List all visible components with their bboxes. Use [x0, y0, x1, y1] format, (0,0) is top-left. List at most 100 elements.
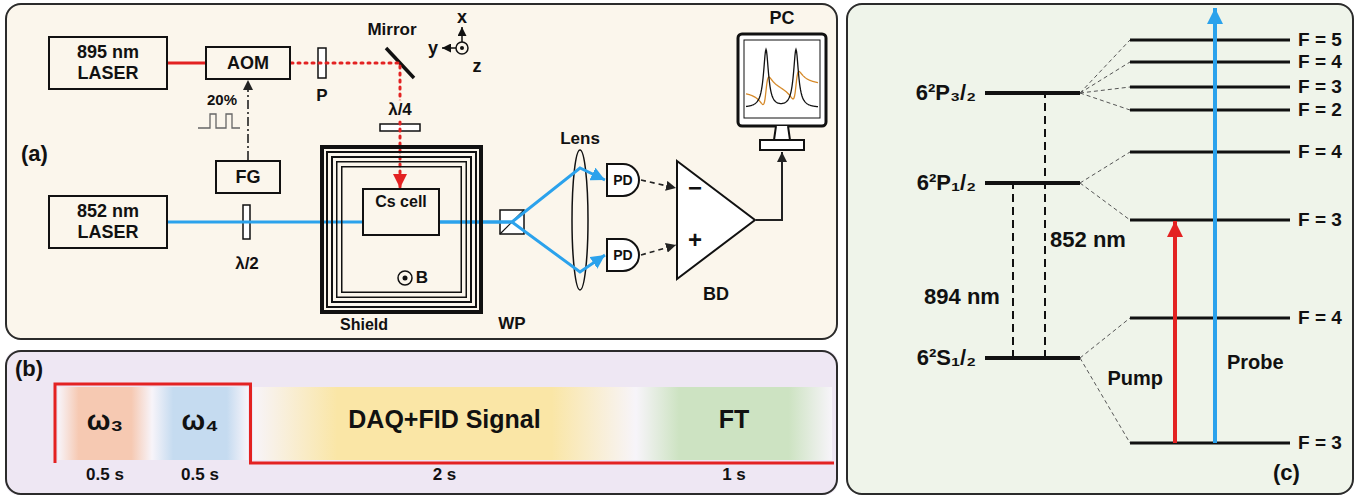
axis-label: y — [426, 38, 440, 59]
node-text: 0.5 s — [152, 465, 248, 485]
monitor-base — [760, 140, 804, 150]
hyperfine-label: F = 3 — [1296, 432, 1344, 454]
magnetic-shield: ShieldCs cell — [320, 145, 483, 314]
node-text: 2 s — [253, 465, 636, 485]
timing-line — [55, 384, 834, 463]
panel-c-ground — [846, 3, 1354, 495]
axis-label: x — [455, 7, 469, 28]
shield-layer — [327, 152, 476, 307]
hyperfine-levels — [1130, 86, 1290, 89]
hyperfine-levels — [1130, 109, 1290, 112]
laser-box: 852 nm LASER — [48, 195, 168, 249]
hyperfine-leaders — [1080, 183, 1130, 220]
hyperfine-label: F = 3 — [1296, 76, 1344, 98]
field-dot — [403, 276, 408, 281]
photodiode-outline — [607, 239, 639, 271]
part-label: Mirror — [365, 20, 418, 40]
node-text: 852 nm LASER — [53, 201, 163, 242]
energy-levels — [985, 8, 1290, 443]
pulse-symbol — [198, 114, 240, 128]
hyperfine-levels — [1130, 442, 1290, 445]
hyperfine-label: F = 2 — [1296, 99, 1344, 121]
beam-label: Probe — [1225, 351, 1286, 374]
hyperfine-label: F = 5 — [1296, 29, 1344, 51]
level-label: 6²P₁/₂ — [915, 170, 978, 195]
signal-line — [756, 152, 782, 220]
timing-band: FT1 s — [636, 387, 832, 460]
node-text: Shield — [340, 316, 388, 334]
part-label: λ/4 — [386, 100, 414, 120]
computer-monitor: PC — [730, 8, 834, 152]
panel-letter: (a) — [21, 141, 48, 166]
signal-line — [641, 245, 676, 255]
node-text: PD — [613, 247, 632, 263]
field-symbol — [398, 271, 412, 285]
part-label: WP — [496, 314, 527, 334]
hyperfine-levels — [1130, 317, 1290, 320]
hyperfine-label: F = 4 — [1296, 307, 1344, 329]
dispersion-curve — [746, 71, 818, 104]
monitor-drawing — [738, 34, 826, 150]
panel-grounds — [5, 3, 1354, 495]
balanced-detector: −+BD — [676, 160, 756, 280]
node-text: + — [688, 226, 702, 254]
monitor-case — [738, 34, 826, 126]
level-p32 — [985, 91, 1080, 95]
hyperfine-leaders — [1080, 93, 1130, 110]
node-text: FG — [236, 167, 261, 188]
hyperfine-label: F = 4 — [1296, 51, 1344, 73]
shield-layer — [322, 147, 481, 312]
shield-layer — [337, 162, 467, 298]
node-text: − — [688, 174, 702, 202]
part-label: P — [314, 86, 329, 106]
node-text: BD — [676, 284, 756, 305]
node-text: PD — [613, 172, 632, 188]
wavelength-label: 852 nm — [1048, 227, 1128, 252]
monitor-screen — [744, 40, 820, 118]
field-label: B — [414, 268, 430, 288]
laser-box: 895 nm LASER — [48, 36, 168, 90]
node-text: 0.5 s — [58, 465, 152, 485]
wavelength-label: 894 nm — [922, 284, 1002, 309]
panel-frame: (a) 895 nm LASER AOM FG PC 852 nm LASER Shield… — [5, 3, 838, 340]
timing-band: ω₃0.5 s — [58, 387, 152, 460]
monitor-stand — [774, 126, 790, 140]
d2-transition — [1044, 93, 1046, 358]
computer-monitor-shape — [730, 8, 834, 152]
axis-label: z — [471, 56, 484, 77]
laser-beam — [168, 62, 205, 65]
laser-beam — [440, 222, 605, 272]
pump-arrow — [1173, 221, 1177, 443]
hyperfine-leaders — [1080, 318, 1130, 358]
photodiode-outline — [607, 164, 639, 196]
part-label: λ/2 — [233, 254, 261, 274]
node-text: PC — [730, 8, 834, 29]
photodiode: PD — [605, 162, 641, 198]
vapor-cell: Cs cell — [362, 188, 440, 236]
signal-line — [641, 180, 676, 188]
hyperfine-leaders — [1080, 87, 1130, 93]
level-label: 6²S₁/₂ — [915, 345, 978, 370]
node-text: Cs cell — [364, 193, 438, 211]
node-text: DAQ+FID Signal — [253, 405, 636, 434]
axis-z-dot — [460, 46, 464, 50]
optics — [198, 27, 588, 290]
part-label: Lens — [558, 129, 602, 149]
magnetic-shield-shape — [320, 145, 483, 314]
shield-layer — [332, 157, 471, 302]
panel-frame: (b)ω₃0.5 sω₄0.5 sDAQ+FID Signal2 sFT1 s — [5, 350, 838, 495]
signal-line — [247, 80, 249, 160]
generator-box: FG — [215, 160, 281, 194]
laser-beam — [440, 168, 605, 222]
absorption-curve — [746, 49, 818, 106]
node-text: AOM — [227, 53, 269, 74]
hyperfine-leaders — [1080, 40, 1130, 93]
hyperfine-label: F = 3 — [1296, 209, 1344, 231]
duty-label: 20% — [205, 91, 239, 108]
node-text: 895 nm LASER — [53, 42, 163, 83]
hyperfine-levels — [1130, 151, 1290, 154]
hyperfine-label: F = 4 — [1296, 141, 1344, 163]
probe-arrow — [1213, 8, 1217, 443]
